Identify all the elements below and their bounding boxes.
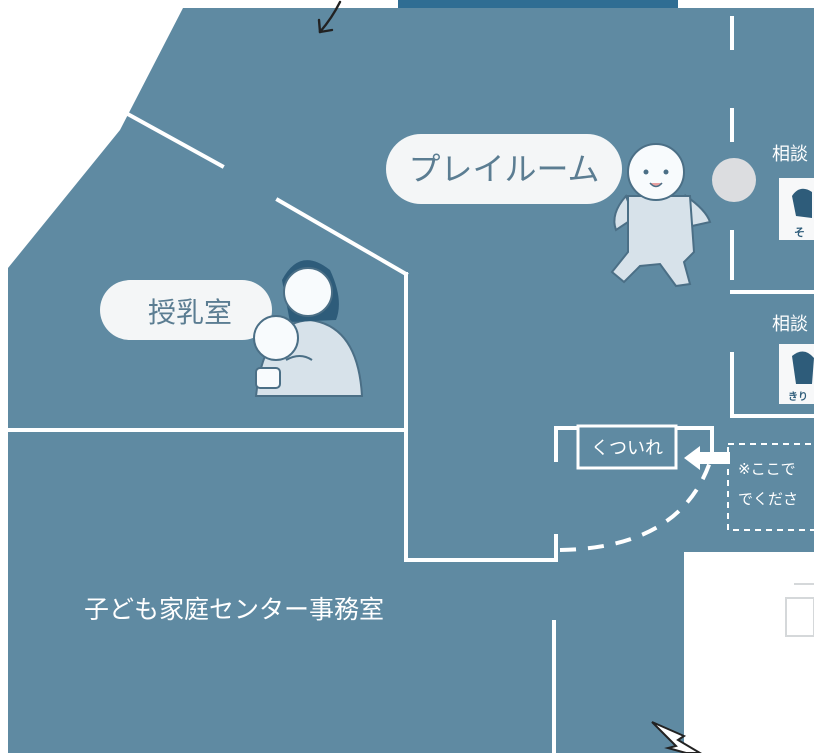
consult-room-2-sign: きり: [788, 391, 808, 403]
top-banner: [398, 0, 678, 8]
mother-baby-icon: [253, 260, 364, 397]
nursing-badge: [100, 280, 272, 340]
pointer-arrow-icon: [317, 0, 342, 34]
playroom-label: プレイルーム: [408, 150, 599, 188]
walls: [6, 16, 814, 753]
consult-room-1-sign: そ: [794, 226, 805, 239]
floor-area: [8, 8, 814, 753]
left-arrow-icon: [684, 446, 730, 470]
door-icon: [785, 583, 814, 637]
nursing-label: 授乳室: [148, 296, 232, 329]
notice-box: [727, 443, 814, 531]
cursor-icon: [651, 721, 702, 753]
notice-line-2: でくださ: [738, 490, 798, 508]
consult-room-1-label: 相談: [772, 144, 808, 165]
door-knob: [712, 158, 756, 202]
shoe-rack: [576, 424, 678, 470]
consult-room-2-label: 相談: [772, 314, 808, 335]
office-label: 子ども家庭センター事務室: [84, 595, 384, 624]
baby-icon: [610, 143, 712, 288]
playroom-badge: [386, 134, 622, 204]
notice-line-1: ※ここで: [738, 460, 796, 478]
shoe-rack-label: くついれ: [591, 438, 663, 459]
stairwell-area: [684, 552, 814, 753]
